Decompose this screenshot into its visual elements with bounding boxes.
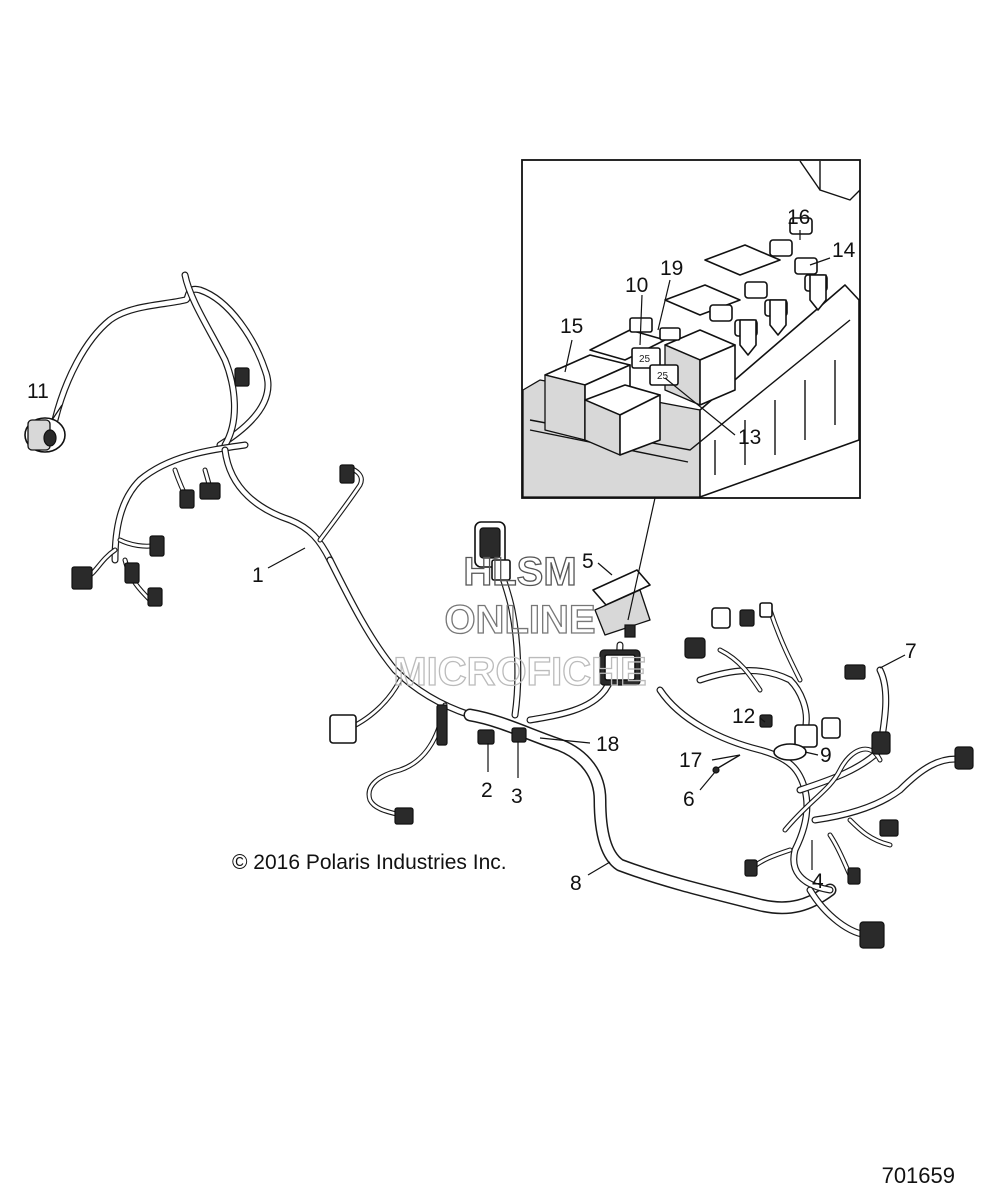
connector-right-e	[794, 724, 818, 748]
connector-bottom-left	[394, 807, 414, 825]
connector-left-f	[147, 587, 163, 607]
copyright-notice: © 2016 Polaris Industries Inc.	[232, 851, 507, 874]
connector-right-a	[684, 637, 706, 659]
fuse-25-a	[631, 347, 661, 369]
connector-bottom-right	[859, 921, 885, 949]
leader-lines	[51, 230, 906, 876]
watermark-line-2: ONLINE	[444, 598, 595, 642]
relay-right	[664, 244, 781, 406]
leader-11	[51, 404, 63, 421]
part-3-clip	[511, 727, 527, 743]
callout-10: 10	[625, 274, 648, 297]
connector-lower-left	[329, 714, 357, 744]
part-12-relay	[759, 714, 773, 728]
callout-13: 13	[738, 426, 761, 449]
fuse-box-housing	[592, 569, 651, 686]
callout-16: 16	[787, 206, 810, 229]
callout-19: 19	[660, 257, 683, 280]
connector-right-h	[879, 819, 899, 837]
watermark-line-1: HLSM	[463, 550, 576, 594]
leader-10	[639, 294, 643, 346]
leader-15	[564, 339, 573, 373]
leader-19	[657, 279, 671, 331]
connector-right-i	[847, 867, 861, 885]
callout-18: 18	[596, 733, 619, 756]
connector-right-d	[759, 602, 773, 618]
callout-6: 6	[683, 788, 695, 811]
connector-left-a	[199, 482, 221, 500]
connector-left-d	[71, 566, 93, 590]
leader-13	[664, 377, 736, 436]
callout-15: 15	[560, 315, 583, 338]
callout-1: 1	[252, 564, 264, 587]
callout-2: 2	[481, 779, 493, 802]
callout-14: 14	[832, 239, 856, 262]
figure-number: 701659	[882, 1163, 955, 1188]
part-9-grommet	[773, 743, 807, 761]
harness-connectors	[24, 367, 974, 949]
connector-top-mid	[339, 464, 355, 484]
callout-11: 11	[27, 380, 49, 403]
fuse-25-b	[649, 364, 679, 386]
connector-right-c	[739, 609, 755, 627]
leader-12	[759, 717, 766, 723]
connector-far-right	[954, 746, 974, 770]
callout-12: 12	[732, 705, 755, 728]
connector-left-b	[179, 489, 195, 509]
fuse-25-a-label: 25	[639, 354, 651, 365]
part-17-tie	[717, 754, 741, 769]
connector-left-c	[149, 535, 165, 557]
watermark: HLSM ONLINE MICROFICHE	[393, 549, 648, 694]
watermark-line-3: MICROFICHE	[393, 650, 646, 694]
leader-17	[711, 754, 741, 761]
leader-14	[809, 257, 831, 266]
fuse-25-b-label: 25	[657, 371, 669, 382]
fuse-box-inset: 25 25	[521, 159, 861, 499]
callout-9: 9	[820, 744, 832, 767]
part-6-screw	[712, 766, 720, 774]
leader-7	[879, 654, 906, 669]
leader-6	[699, 771, 716, 791]
connector-mid-left	[436, 704, 448, 746]
part-11-sensor	[24, 417, 66, 453]
callout-7: 7	[905, 640, 917, 663]
leader-9	[804, 751, 819, 756]
part-7-connector	[844, 664, 866, 680]
callout-5: 5	[582, 550, 594, 573]
callout-labels: 1 2 3 4 5 6 7 8 9 10 11 12 13 14 15 16 1…	[27, 206, 917, 895]
connector-right-j	[744, 859, 758, 877]
leader-inset-to-fusebox	[627, 497, 656, 621]
relay-15	[544, 354, 631, 441]
connector-left-e	[124, 562, 140, 584]
connector-right-g	[871, 731, 891, 755]
connector-right-f	[821, 717, 841, 739]
callout-8: 8	[570, 872, 582, 895]
callout-3: 3	[511, 785, 523, 808]
leader-1	[267, 547, 306, 569]
leader-5	[597, 562, 613, 576]
callout-4: 4	[812, 870, 824, 893]
fuses: 25 25	[629, 217, 828, 386]
part-2-clip	[477, 729, 495, 745]
connector-right-b	[711, 607, 731, 629]
callout-17: 17	[679, 749, 702, 772]
leader-8	[587, 861, 611, 876]
leader-18	[539, 737, 591, 744]
main-plug	[474, 521, 511, 581]
connector-upper	[234, 367, 250, 387]
